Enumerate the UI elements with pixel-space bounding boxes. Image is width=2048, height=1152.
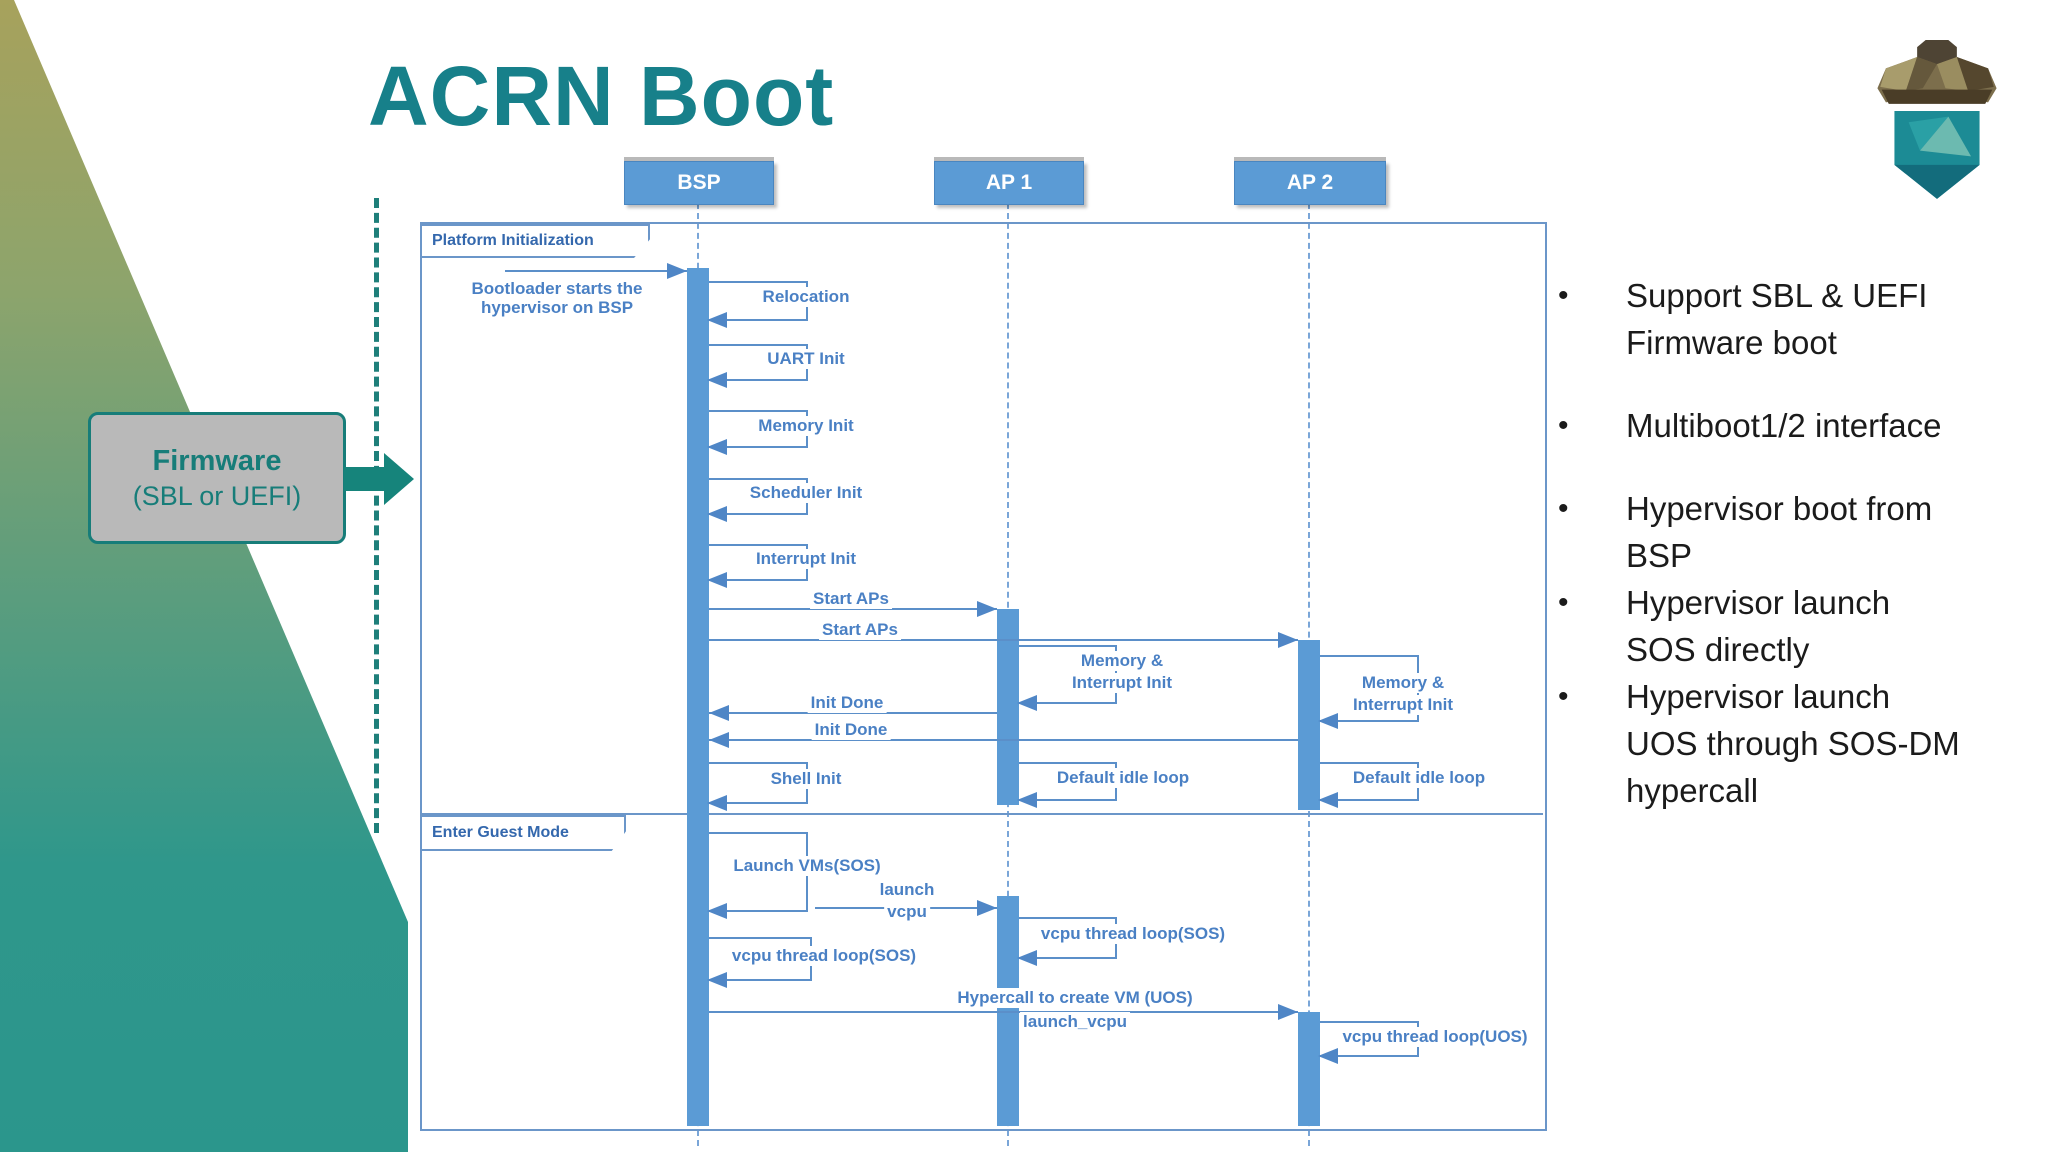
arrowhead-relocation (707, 312, 727, 328)
arrowhead-init-done-1 (709, 705, 729, 721)
arrowhead-bootloader (667, 263, 687, 279)
bullet-dot: • (1558, 680, 1569, 713)
arrowhead-idle-ap1 (1017, 792, 1037, 808)
arrowhead-vcpu-sos-ap1 (1017, 950, 1037, 966)
lifeline-header-bsp: BSP (624, 161, 774, 205)
activation-bar-ap2-guest (1298, 1012, 1320, 1126)
arrow-line-init-done-2 (709, 739, 1298, 741)
bullet-dot: • (1558, 279, 1569, 312)
arrowhead-hypercall (1278, 1004, 1298, 1020)
arrowhead-start-aps-1 (977, 601, 997, 617)
arrowhead-shell-init (707, 795, 727, 811)
message-label-launch-vms: Launch VMs(SOS) (730, 856, 884, 876)
arrow-line-start-aps-2 (709, 639, 1298, 641)
acrn-acorn-logo-icon (1866, 40, 2008, 211)
list-item: • Hypervisor launch SOS directly (1552, 579, 2032, 673)
arrowhead-uart-init (707, 372, 727, 388)
guest-mode-divider (422, 813, 1543, 815)
bullet-line: Support SBL & UEFI (1626, 277, 1928, 314)
bullet-line: Hypervisor boot from (1626, 490, 1933, 527)
frame-label-enter-guest-mode: Enter Guest Mode (422, 815, 626, 851)
message-label-uart-init: UART Init (764, 349, 848, 369)
arrowhead-interrupt-init (707, 572, 727, 588)
background-wedge (0, 0, 408, 1152)
page-title: ACRN Boot (368, 49, 835, 143)
activation-bar-bsp (687, 268, 709, 1126)
message-label-start-aps-1: Start APs (810, 589, 892, 609)
bullet-dot: • (1558, 409, 1569, 442)
bullet-line: BSP (1626, 537, 1693, 574)
arrowhead-launch-vcpu (977, 900, 997, 916)
message-label-mem-int-ap1-2: Interrupt Init (1068, 673, 1176, 693)
message-label-interrupt-init: Interrupt Init (752, 549, 860, 569)
feature-bullet-list: • Support SBL & UEFI Firmware boot • Mul… (1552, 272, 2032, 814)
list-item: • Support SBL & UEFI Firmware boot (1552, 272, 2032, 366)
bullet-line: Firmware boot (1626, 324, 1837, 361)
frame-label-platform-initialization: Platform Initialization (422, 224, 650, 258)
firmware-box-subtitle: (SBL or UEFI) (132, 481, 302, 511)
message-label-idle-ap1: Default idle loop (1053, 768, 1193, 788)
arrowhead-mem-int-ap2 (1318, 713, 1338, 729)
bullet-dot: • (1558, 492, 1569, 525)
arrowhead-scheduler-init (707, 506, 727, 522)
bullet-dot: • (1558, 586, 1569, 619)
message-label-idle-ap2: Default idle loop (1349, 768, 1489, 788)
arrow-line-hypercall (709, 1011, 1298, 1013)
message-label-bootloader-2: hypervisor on BSP (477, 298, 637, 318)
arrowhead-launch-vms (707, 903, 727, 919)
bullet-line: Hypervisor launch (1626, 678, 1891, 715)
arrowhead-mem-int-ap1 (1017, 695, 1037, 711)
message-label-bootloader-1: Bootloader starts the (468, 279, 646, 299)
message-label-hypercall-2: launch_vcpu (1020, 1012, 1130, 1032)
list-item: • Hypervisor launch UOS through SOS-DM h… (1552, 673, 2032, 814)
lifeline-header-ap2: AP 2 (1234, 161, 1386, 205)
message-label-launch-vcpu-1: launch (876, 880, 938, 900)
message-label-memory-init: Memory Init (755, 416, 857, 436)
firmware-box: Firmware (SBL or UEFI) (88, 412, 346, 544)
arrow-line-start-aps-1 (709, 608, 997, 610)
bullet-line: Hypervisor launch (1626, 584, 1891, 621)
bullet-line: Multiboot1/2 interface (1626, 407, 1942, 444)
bullet-line: SOS directly (1626, 631, 1810, 668)
arrow-line-init-done-1 (709, 712, 997, 714)
arrowhead-vcpu-sos-bsp (707, 972, 727, 988)
activation-bar-ap1-init (997, 609, 1019, 805)
firmware-boundary-dashed-line (374, 198, 379, 833)
firmware-to-diagram-arrow-icon (344, 453, 416, 510)
arrow-line-bootloader (505, 270, 687, 272)
message-label-vcpu-uos-ap2: vcpu thread loop(UOS) (1339, 1027, 1531, 1047)
message-label-init-done-1: Init Done (807, 693, 887, 713)
message-label-hypercall-1: Hypercall to create VM (UOS) (954, 988, 1196, 1008)
lifeline-header-ap1: AP 1 (934, 161, 1084, 205)
arrowhead-start-aps-2 (1278, 632, 1298, 648)
list-item: • Multiboot1/2 interface (1552, 402, 2032, 449)
message-label-mem-int-ap2-2: Interrupt Init (1349, 695, 1457, 715)
list-item: • Hypervisor boot from BSP (1552, 485, 2032, 579)
arrowhead-init-done-2 (709, 732, 729, 748)
message-label-relocation: Relocation (759, 287, 853, 307)
sequence-diagram-frame (420, 222, 1547, 1131)
arrowhead-idle-ap2 (1318, 792, 1338, 808)
arrowhead-memory-init (707, 439, 727, 455)
message-label-shell-init: Shell Init (767, 769, 845, 789)
message-label-vcpu-sos-bsp: vcpu thread loop(SOS) (728, 946, 920, 966)
message-label-launch-vcpu-2: vcpu (884, 902, 930, 922)
message-label-start-aps-2: Start APs (819, 620, 901, 640)
message-label-vcpu-sos-ap1: vcpu thread loop(SOS) (1037, 924, 1229, 944)
message-label-mem-int-ap2-1: Memory & (1358, 673, 1448, 693)
message-label-scheduler-init: Scheduler Init (746, 483, 866, 503)
arrowhead-vcpu-uos-ap2 (1318, 1048, 1338, 1064)
firmware-box-title: Firmware (152, 445, 282, 477)
bullet-line: hypercall (1626, 772, 1759, 809)
message-label-init-done-2: Init Done (811, 720, 891, 740)
message-label-mem-int-ap1-1: Memory & (1077, 651, 1167, 671)
bullet-line: UOS through SOS-DM (1626, 725, 1960, 762)
activation-bar-ap2-init (1298, 640, 1320, 810)
